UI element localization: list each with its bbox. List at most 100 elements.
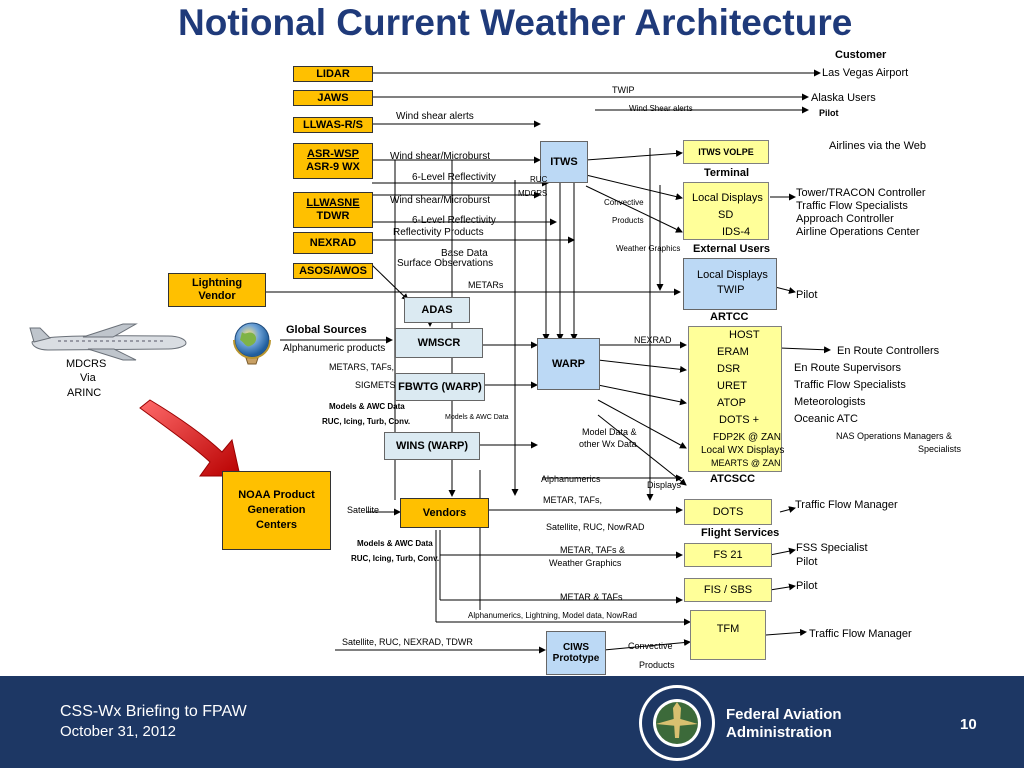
artcc-mearts: MEARTS @ ZAN [711,458,781,468]
llwasne-box: LLWASNE TDWR [293,192,373,228]
terminal-sd: SD [718,209,734,221]
label-weather-graphics: Weather Graphics [616,244,681,253]
artcc-dots-plus: DOTS + [719,414,760,426]
label-nexrad: NEXRAD [634,335,672,345]
label-wind-shear-micro-2: Wind shear/Microburst [390,195,491,206]
customer-tfm-1: Traffic Flow Manager [795,499,898,511]
external-local-displays: Local Displays [697,269,768,281]
label-twip: TWIP [612,85,635,95]
label-alphanumerics-lightning: Alphanumerics, Lightning, Model data, No… [468,611,637,620]
label-weather-graphics-2: Weather Graphics [549,558,622,568]
itws-box: ITWS [540,141,588,183]
noaa-product-box: NOAA Product Generation Centers [222,471,331,550]
customer-pilot-1: Pilot [819,108,839,118]
artcc-host: HOST [729,329,760,341]
terminal-ids4: IDS-4 [722,226,751,238]
artcc-eram: ERAM [717,346,749,358]
noaa-line3: Centers [256,519,297,531]
customer-pilot-2: Pilot [796,289,818,301]
artcc-dsr: DSR [717,363,741,375]
customer-tfm-2: Traffic Flow Manager [809,628,912,640]
wmscr-box: WMSCR [395,328,483,358]
label-metars: METARs [468,280,504,290]
external-users-header: External Users [693,243,771,255]
artcc-uret: URET [717,380,747,392]
label-alphanumerics: Alphanumerics [541,474,601,484]
terminal-box: Local Displays SD IDS-4 [683,182,769,240]
footer-briefing: CSS-Wx Briefing to FPAW [60,703,247,720]
red-flow-arrow [139,399,241,477]
label-six-level-1: 6-Level Reflectivity [412,172,496,183]
label-metar-tafs-1: METAR, TAFs, [543,495,603,505]
label-displays: Displays [647,480,682,490]
customer-tfs-2: Traffic Flow Specialists [794,379,906,391]
label-ruc-icing-2: RUC, Icing, Turb, Conv. [351,554,440,563]
customer-meteorologists: Meteorologists [794,396,866,408]
label-metar-and-tafs: METAR & TAFs [560,592,623,602]
label-satellite-ruc-nowrad: Satellite, RUC, NowRAD [546,522,645,532]
label-satellite: Satellite [347,505,380,515]
customer-header: Customer [835,49,887,61]
customer-nas-specialists: Specialists [918,444,962,454]
footer-date: October 31, 2012 [60,723,176,740]
label-surface-obs: Surface Observations [397,258,494,269]
lightning-label: Lightning [191,277,243,289]
asos-awos-box: ASOS/AWOS [293,263,373,279]
label-ruc-icing-1: RUC, Icing, Turb, Conv. [322,417,411,426]
jaws-box: JAWS [293,90,373,106]
fis-sbs-box: FIS / SBS [684,578,772,602]
warp-box: WARP [537,338,600,390]
external-users-box: Local Displays TWIP [683,258,777,310]
label-model-data-2: other Wx Data [579,439,637,449]
fbwtg-box: FBWTG (WARP) [395,373,485,401]
nexrad-box: NEXRAD [293,232,373,254]
label-model-data-1: Model Data & [582,427,637,437]
label-ruc: RUC [530,175,548,184]
connector-lines [139,69,831,654]
atcscc-header: ATCSCC [710,473,756,485]
customer-alaska: Alaska Users [811,92,876,104]
terminal-header: Terminal [704,167,750,179]
footer-faa-line2: Administration [726,724,832,741]
artcc-box: HOST ERAM DSR URET ATOP DOTS + FDP2K @ Z… [688,326,785,472]
llwas-rs-box: LLWAS-R/S [293,117,373,133]
label-products: Products [612,216,644,225]
asr-wsp-label: ASR-WSP [307,148,359,160]
prototype-label: Prototype [552,653,600,664]
label-convective: Convective [604,198,644,207]
artcc-header: ARTCC [710,311,749,323]
customer-fss-specialist: FSS Specialist [796,542,868,554]
label-global-sources: Global Sources [286,324,367,336]
label-base-data: Base Data [441,248,488,259]
label-wind-shear-micro-1: Wind shear/Microburst [390,151,491,162]
asr-wsp-box: ASR-WSP ASR-9 WX [293,143,373,179]
flight-services-header: Flight Services [701,527,780,539]
page-title: Notional Current Weather Architecture [178,2,853,43]
label-models-awc-small: Models & AWC Data [445,414,509,421]
artcc-local-wx: Local WX Displays [701,445,785,456]
artcc-atop: ATOP [717,397,746,409]
label-products-2: Products [639,660,675,670]
noaa-line1: NOAA Product [238,489,315,501]
customer-approach: Approach Controller [796,213,894,225]
faa-seal-icon [639,685,715,761]
label-metars-tafs: METARS, TAFs, [329,362,395,372]
label-metar-tafs-and: METAR, TAFs & [560,545,626,555]
mdcrs-line3: ARINC [67,387,102,399]
customer-tower-tracon: Tower/TRACON Controller [796,187,926,199]
customer-en-route-supervisors: En Route Supervisors [794,362,901,374]
itws-volpe-box: ITWS VOLPE [683,140,769,164]
label-alphanumeric-products: Alphanumeric products [283,343,386,354]
customer-airlines-web: Airlines via the Web [829,140,927,152]
customer-en-route-controllers: En Route Controllers [837,345,940,357]
lidar-box: LIDAR [293,66,373,82]
noaa-line2: Generation [247,504,306,516]
mdcrs-line1: MDCRS [66,358,107,370]
customer-nas-ops: NAS Operations Managers & [836,431,953,441]
label-satellite-ruc-nexrad-tdwr: Satellite, RUC, NEXRAD, TDWR [342,637,473,647]
tdwr-label: TDWR [316,210,350,222]
customer-aoc: Airline Operations Center [796,226,920,238]
label-wind-shear-alerts-top: Wind Shear alerts [629,104,693,113]
terminal-local-displays: Local Displays [692,192,763,204]
fs21-box: FS 21 [684,543,772,567]
